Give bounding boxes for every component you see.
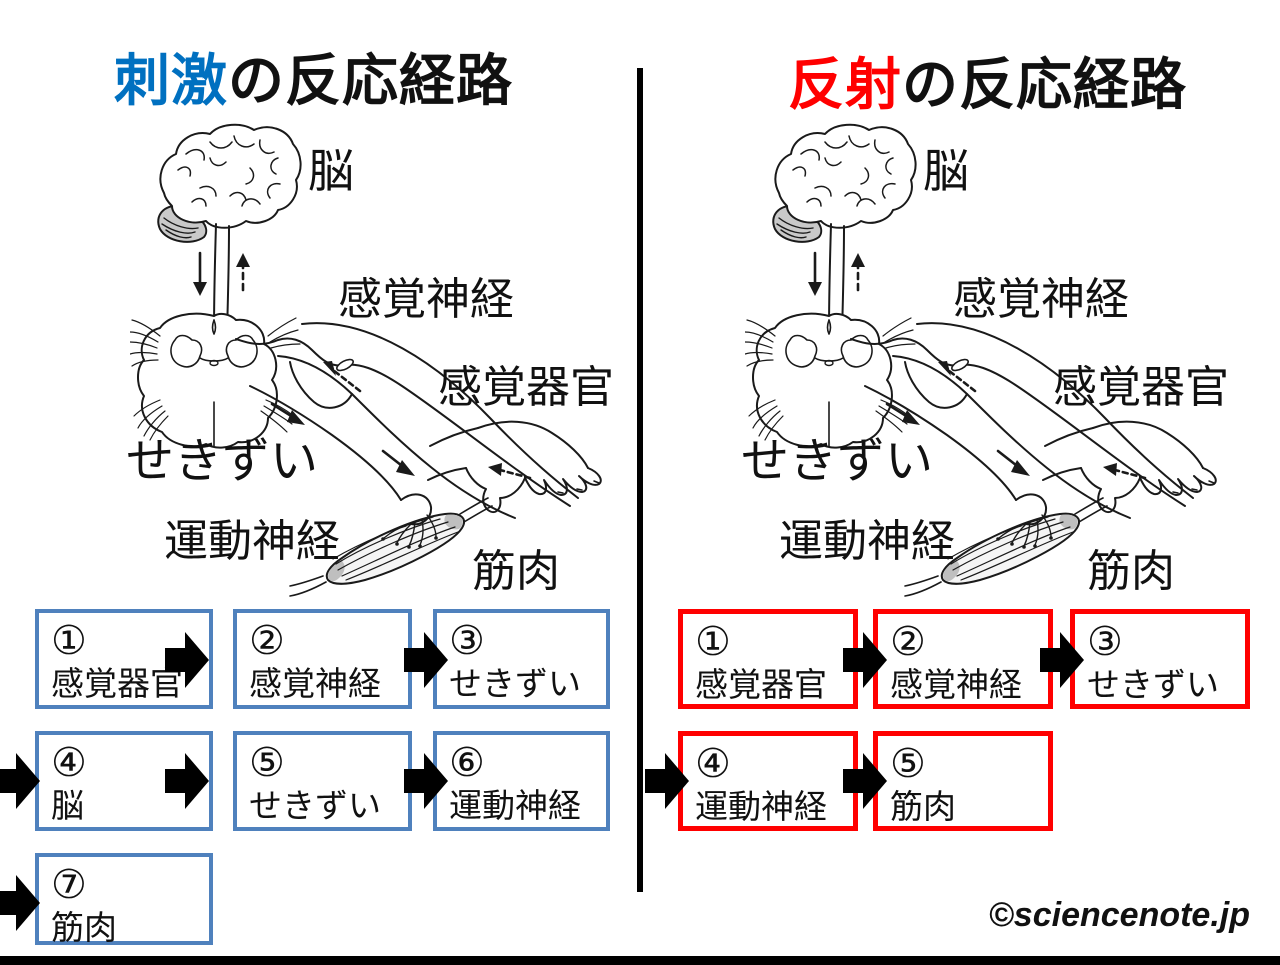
- panel-divider-line: [637, 68, 643, 892]
- label-motor-nerve: 運動神経: [164, 517, 340, 566]
- step-number: ②: [249, 619, 285, 663]
- flow-step-7: ⑦ 筋肉: [35, 853, 213, 946]
- panel-title-stimulus: 刺激の反応経路: [114, 36, 513, 117]
- flow-step-6: ⑥ 運動神経: [433, 731, 610, 831]
- step-label: せきずい: [249, 786, 381, 824]
- label-motor-nerve: 運動神経: [779, 517, 955, 566]
- label-spinal-cord: せきずい: [126, 435, 319, 488]
- step-number: ⑤: [249, 741, 285, 785]
- label-sensory-organ: 感覚器官: [438, 363, 614, 412]
- step-number: ⑤: [890, 742, 926, 786]
- flow-step-5: ⑤ 筋肉: [873, 731, 1053, 831]
- step-number: ①: [51, 619, 87, 663]
- step-label: せきずい: [1087, 665, 1219, 703]
- step-number: ④: [695, 742, 731, 786]
- label-brain: 脳: [923, 145, 969, 197]
- flow-arrow-icon: [0, 872, 42, 934]
- step-label: 感覚器官: [51, 664, 183, 702]
- step-label: 脳: [51, 786, 84, 824]
- flow-step-5: ⑤ せきずい: [233, 731, 412, 831]
- step-number: ⑦: [51, 863, 87, 907]
- step-label: 運動神経: [449, 786, 581, 824]
- flow-step-2: ② 感覚神経: [233, 609, 412, 709]
- anatomy-diagram: 脳 感覚神経 感覚器官 せきずい 運動神経 筋肉: [126, 118, 640, 598]
- flow-arrow-icon: [165, 629, 211, 691]
- step-label: 感覚神経: [890, 665, 1022, 703]
- watermark-credit: ©sciencenote.jp: [988, 896, 1250, 934]
- title-highlight: 刺激: [114, 49, 228, 112]
- step-number: ⑥: [449, 741, 485, 785]
- flow-arrow-icon: [645, 750, 691, 812]
- step-number: ②: [890, 620, 926, 664]
- title-highlight: 反射: [788, 53, 902, 116]
- flow-arrow-icon: [843, 750, 889, 812]
- flow-step-4: ④ 運動神経: [678, 731, 858, 831]
- label-muscle: 筋肉: [472, 547, 560, 596]
- flow-arrow-icon: [0, 750, 42, 812]
- flow-step-1: ① 感覚器官: [678, 609, 858, 709]
- label-sensory-nerve: 感覚神経: [338, 275, 514, 324]
- title-rest: の反応経路: [228, 49, 513, 112]
- step-label: 筋肉: [51, 908, 117, 946]
- label-sensory-organ: 感覚器官: [1053, 363, 1229, 412]
- step-number: ①: [695, 620, 731, 664]
- flow-step-3: ③ せきずい: [433, 609, 610, 709]
- anatomy-diagram: 脳 感覚神経 感覚器官 せきずい 運動神経 筋肉: [741, 118, 1255, 598]
- panel-reflex: 反射の反応経路 脳 感覚神経 感覚器官 せきずい 運動神経 筋肉 ① 感覚器官 …: [643, 0, 1280, 965]
- flow-step-2: ② 感覚神経: [873, 609, 1053, 709]
- flow-arrow-icon: [404, 629, 450, 691]
- panel-title-reflex: 反射の反応経路: [788, 40, 1187, 121]
- label-sensory-nerve: 感覚神経: [953, 275, 1129, 324]
- title-rest: の反応経路: [902, 53, 1187, 116]
- step-label: 筋肉: [890, 787, 956, 825]
- step-label: 運動神経: [695, 787, 827, 825]
- step-number: ③: [1087, 620, 1123, 664]
- flow-step-3: ③ せきずい: [1070, 609, 1250, 709]
- flow-arrow-icon: [1040, 629, 1086, 691]
- label-muscle: 筋肉: [1087, 547, 1175, 596]
- panel-stimulus: 刺激の反応経路 脳 感覚神経 感覚器官 せきずい 運動神経 筋肉 ① 感覚器官 …: [0, 0, 637, 965]
- step-label: 感覚神経: [249, 664, 381, 702]
- step-number: ④: [51, 741, 87, 785]
- step-number: ③: [449, 619, 485, 663]
- flow-arrow-icon: [843, 629, 889, 691]
- step-label: せきずい: [449, 664, 581, 702]
- label-brain: 脳: [308, 145, 354, 197]
- step-label: 感覚器官: [695, 665, 827, 703]
- flow-arrow-icon: [404, 750, 450, 812]
- bottom-border-line: [0, 956, 1280, 965]
- label-spinal-cord: せきずい: [741, 435, 934, 488]
- flow-arrow-icon: [165, 750, 211, 812]
